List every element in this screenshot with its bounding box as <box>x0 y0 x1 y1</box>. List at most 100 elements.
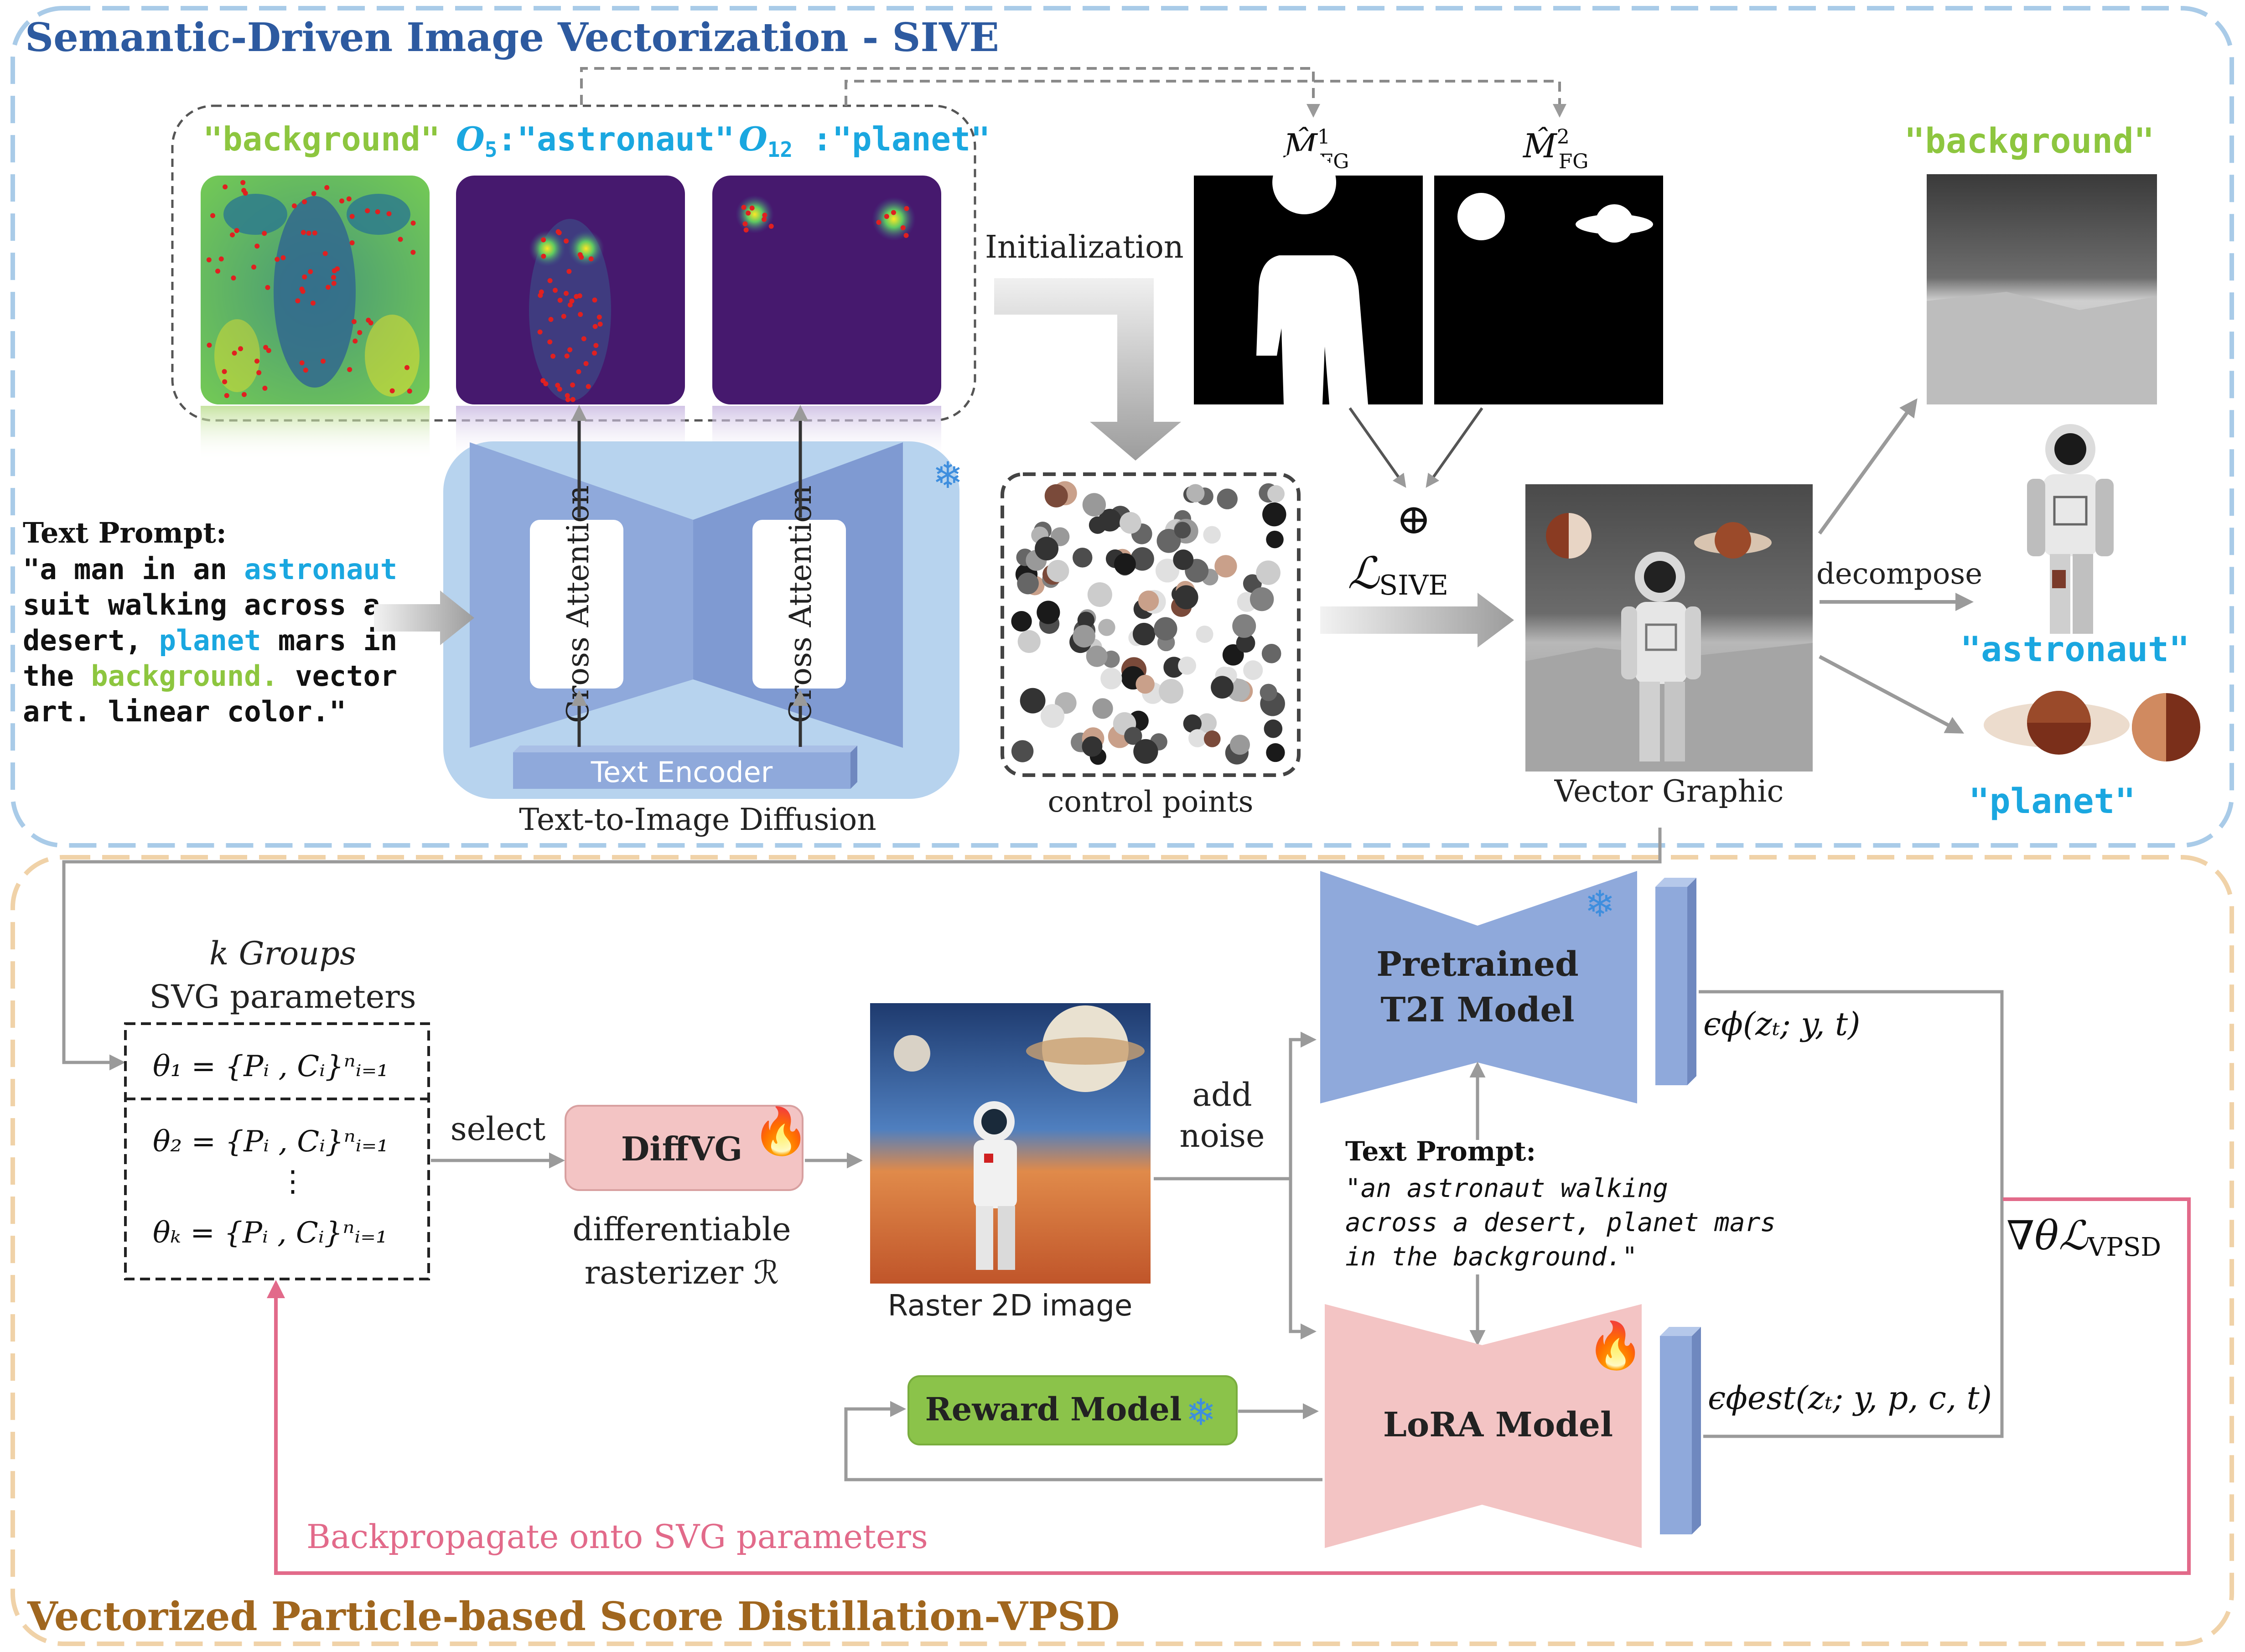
control-point <box>1236 633 1255 653</box>
attention-point <box>295 298 301 304</box>
heatmap-astronaut-points <box>537 229 603 402</box>
attention-point <box>565 397 570 402</box>
text-prompt-line: desert, planet mars in <box>23 624 397 657</box>
text-encoder-label: Text Encoder <box>591 756 773 789</box>
control-point <box>1173 549 1194 570</box>
attention-point <box>557 298 563 303</box>
pretrained-label-2: T2I Model <box>1380 990 1574 1030</box>
control-point <box>1214 555 1237 578</box>
attention-point <box>564 290 569 296</box>
control-point <box>1040 704 1065 728</box>
attention-point <box>234 228 239 233</box>
attention-point <box>224 393 229 399</box>
pretrained-output-bar <box>1655 878 1696 1085</box>
attention-point <box>241 392 247 397</box>
control-point <box>1211 676 1234 699</box>
attention-point <box>556 230 562 235</box>
control-point <box>1197 713 1217 733</box>
text-prompt2-line1: "an astronaut walking <box>1345 1174 1668 1203</box>
control-point <box>1035 537 1059 561</box>
attention-point <box>597 321 603 327</box>
control-point <box>1262 502 1286 527</box>
snowflake-icon-reward: ❄ <box>1186 1391 1216 1434</box>
attention-point <box>218 256 224 262</box>
attention-point <box>266 348 271 353</box>
text-prompt-line: the background. vector <box>23 659 397 693</box>
prompt-to-unet-arrow <box>374 590 474 645</box>
attention-point <box>311 191 316 197</box>
attention-point <box>768 223 774 229</box>
control-point <box>1196 625 1213 643</box>
attention-point <box>547 339 553 345</box>
control-point <box>1155 559 1180 583</box>
attention-point <box>596 314 602 320</box>
attention-point <box>576 369 581 374</box>
attention-point <box>262 385 268 391</box>
attention-point <box>301 230 306 235</box>
control-point <box>1092 698 1113 719</box>
control-point <box>1133 739 1158 764</box>
loss-sive: ℒSIVE <box>1348 548 1448 601</box>
mask-astronaut <box>1194 150 1423 405</box>
reward-model-box[interactable] <box>907 1375 1238 1445</box>
attention-point <box>741 205 747 210</box>
control-point <box>1232 614 1256 638</box>
control-point <box>1229 735 1250 755</box>
control-point <box>1011 611 1032 632</box>
attention-point <box>299 360 305 366</box>
attention-point <box>230 232 235 238</box>
control-point <box>1098 619 1115 636</box>
attention-point <box>749 205 755 211</box>
cross-attention-1-label: Cross Attention <box>560 485 596 723</box>
vector-graphic-label: Vector Graphic <box>1554 774 1784 809</box>
attention-point <box>903 233 909 238</box>
control-point <box>1114 553 1136 575</box>
diffvg-box[interactable] <box>565 1105 804 1191</box>
snowflake-icon: ❄ <box>933 454 963 497</box>
initialization-label: Initialization <box>985 229 1184 265</box>
attention-point <box>254 243 260 249</box>
attention-point <box>353 338 358 344</box>
attention-point <box>256 370 262 375</box>
attention-point <box>555 383 560 388</box>
control-point <box>1267 485 1285 502</box>
control-point <box>1264 719 1283 738</box>
attention-point <box>742 221 748 227</box>
attention-point <box>569 298 575 304</box>
out-label-background: "background" <box>1904 120 2154 161</box>
control-point <box>1260 684 1277 701</box>
attention-point <box>592 297 597 303</box>
oplus-symbol: ⊕ <box>1396 495 1431 544</box>
vector-graphic-image <box>1525 484 1813 772</box>
attention-point <box>299 286 305 292</box>
attention-point <box>762 212 767 218</box>
backprop-label: Backpropagate onto SVG parameters <box>306 1517 928 1556</box>
lora-label: LoRA Model <box>1383 1405 1613 1445</box>
control-point <box>1178 656 1197 675</box>
vpsd-title: Vectorized Particle-based Score Distilla… <box>27 1594 1120 1640</box>
control-points-box <box>1001 472 1301 777</box>
control-point <box>1082 493 1106 517</box>
control-point <box>1073 548 1093 568</box>
attention-point <box>263 345 269 350</box>
attention-point <box>303 368 308 373</box>
lora-model[interactable] <box>1325 1304 1642 1548</box>
select-label: select <box>451 1110 546 1148</box>
control-point <box>1243 660 1263 680</box>
attention-point <box>900 225 906 231</box>
control-point <box>1017 572 1039 595</box>
control-point <box>1135 674 1155 694</box>
control-point <box>1250 587 1274 611</box>
out-label-astronaut: "astronaut" <box>1960 629 2189 669</box>
attention-point <box>570 397 576 402</box>
vpsd-panel <box>10 855 2234 1646</box>
attention-point <box>206 257 212 263</box>
attention-point <box>306 230 311 236</box>
attention-point <box>349 240 355 246</box>
control-point <box>1087 582 1112 607</box>
attention-point <box>565 393 570 398</box>
add-noise-2: noise <box>1180 1117 1265 1155</box>
